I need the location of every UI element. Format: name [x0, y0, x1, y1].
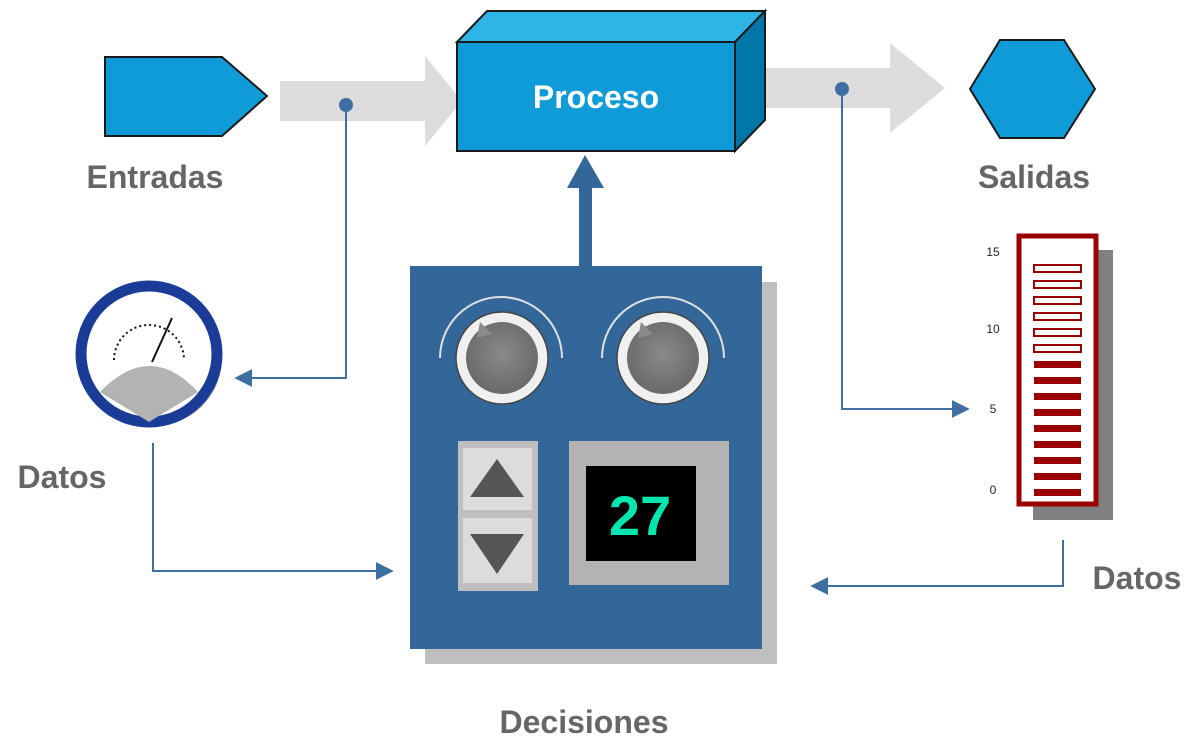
gauge-to-decisions-line [152, 443, 394, 580]
meter-tick-10: 10 [986, 322, 1000, 336]
salidas-label: Salidas [978, 159, 1090, 195]
meter-bar [1034, 441, 1081, 448]
up-button[interactable] [463, 448, 532, 510]
down-button[interactable] [463, 518, 532, 583]
down-arrow-icon [470, 534, 524, 574]
meter-bar [1033, 280, 1082, 289]
meter-bar [1034, 409, 1081, 416]
knob-icon[interactable] [439, 296, 563, 405]
output-to-meter-line [841, 89, 970, 418]
entradas-label: Entradas [87, 159, 224, 195]
input-pentagon-icon [104, 56, 269, 137]
display-screen [586, 466, 696, 561]
process-label: Proceso [533, 79, 659, 115]
meter-bar [1033, 312, 1082, 321]
meter-bar [1034, 489, 1081, 496]
decision-to-process-arrow [567, 155, 604, 268]
meter-tick-5: 5 [990, 402, 997, 416]
up-arrow-icon [470, 459, 524, 497]
meter-bar [1034, 361, 1081, 368]
meter-bar [1034, 393, 1081, 400]
meter-bar [1033, 328, 1082, 337]
gauge-icon [75, 280, 223, 428]
meter-bar [1034, 377, 1081, 384]
meter-tick-15: 15 [986, 245, 1000, 259]
input-to-gauge-line [234, 105, 347, 387]
meter-bar [1034, 473, 1081, 480]
meter-to-decisions-line [810, 540, 1064, 595]
meter-bar [1034, 457, 1081, 464]
display-value: 27 [609, 484, 671, 547]
decisiones-label: Decisiones [500, 704, 669, 738]
datos-right-label: Datos [1093, 560, 1182, 596]
meter-bar [1033, 344, 1082, 353]
meter-bar [1033, 264, 1082, 273]
level-meter-icon: 15 10 5 0 [986, 233, 1113, 520]
process-box [454, 8, 768, 154]
datos-left-label: Datos [18, 459, 107, 495]
meter-bars [1033, 264, 1082, 496]
meter-tick-0: 0 [990, 483, 997, 497]
input-flow-arrow [280, 56, 462, 146]
meter-bar [1033, 296, 1082, 305]
output-hexagon-icon [968, 39, 1097, 139]
knob-icon[interactable] [601, 296, 725, 405]
meter-bar [1034, 425, 1081, 432]
